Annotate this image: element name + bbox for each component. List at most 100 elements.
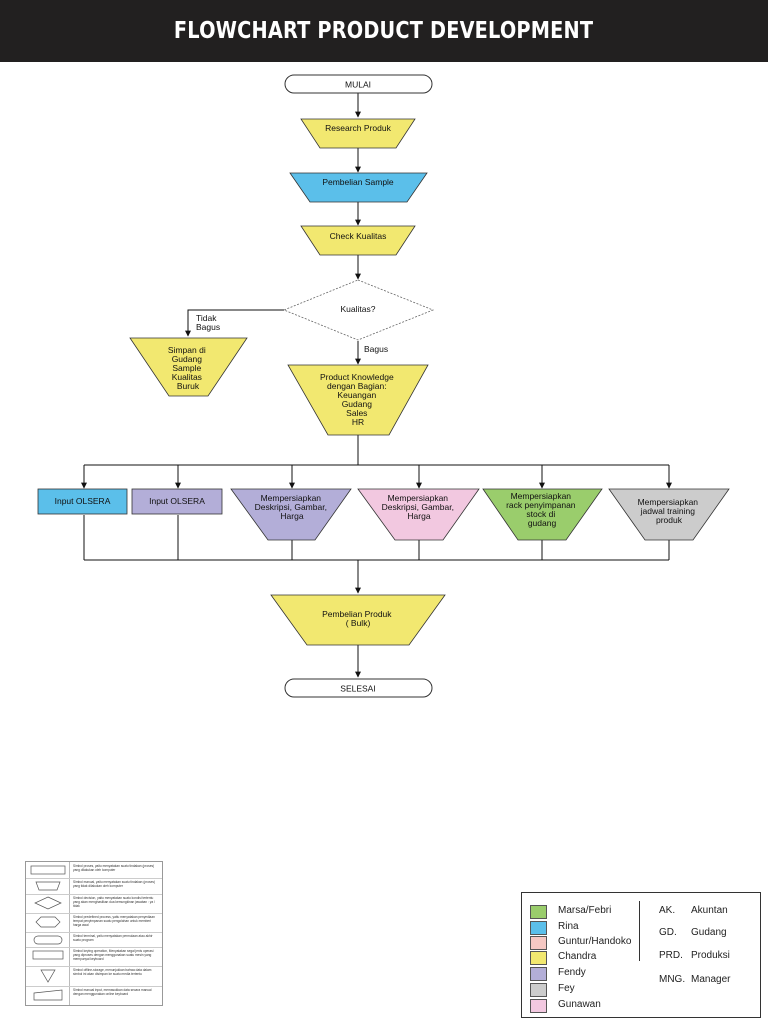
research-node <box>300 118 416 149</box>
person-name: Chandra <box>558 951 597 962</box>
decision-label: Kualitas? <box>341 304 376 314</box>
product-knowledge-text: Product Knowledge dengan Bagian: Keuanga… <box>320 372 396 427</box>
symbol-row-divider <box>26 913 162 914</box>
store-bad-line-5: Buruk <box>177 381 200 391</box>
store-bad-line-1: Simpan di <box>168 345 206 355</box>
symbol-desc: Simbol predefined process, yaitu menyata… <box>73 915 155 928</box>
color-swatch <box>530 967 547 981</box>
prep-desc-2-line-2: Deskripsi, Gambar, <box>382 502 454 512</box>
input-olsera-node-1 <box>37 488 128 515</box>
prep-training-line-2: jadwal training <box>640 506 696 516</box>
symbol-row-divider <box>26 947 162 948</box>
abbr-code: MNG. <box>659 974 686 985</box>
bulk-line-2: ( Bulk) <box>346 618 371 628</box>
product-knowledge-node <box>287 364 429 436</box>
yes-label: Bagus <box>364 344 388 354</box>
pk-line-6: HR <box>352 417 364 427</box>
symbol-row-divider <box>26 986 162 987</box>
prep-rack-line-4: gudang <box>528 518 557 528</box>
person-name: Marsa/Febri <box>558 905 612 916</box>
abbr-code: AK. <box>659 905 676 916</box>
abbr-full: Gudang <box>691 927 727 938</box>
symbol-desc: Simbol decision, yaitu menyatakan suatu … <box>73 896 155 909</box>
store-bad-line-3: Sample <box>172 363 201 373</box>
symbol-row-divider <box>26 932 162 933</box>
person-name: Rina <box>558 921 579 932</box>
page-title: FLOWCHART PRODUCT DEVELOPMENT <box>174 18 594 44</box>
symbol-row-divider <box>26 966 162 967</box>
manual-input-icon <box>33 989 63 1001</box>
abbr-code: GD. <box>659 927 677 938</box>
prep-desc-1-line-2: Deskripsi, Gambar, <box>255 502 327 512</box>
end-terminal <box>284 678 433 698</box>
symbol-desc: Simbol manual, yaitu menyatakan suatu ti… <box>73 880 156 889</box>
color-swatch <box>530 905 547 919</box>
input-olsera-label-1: Input OLSERA <box>55 496 111 506</box>
no-label-line-1: Tidak <box>196 313 217 323</box>
abbr-full: Manager <box>691 974 731 985</box>
terminal-rect-icon <box>30 865 66 875</box>
color-swatch <box>530 983 547 997</box>
prep-training-node <box>608 488 730 541</box>
symbol-legend-divider <box>69 862 70 1005</box>
symbol-row-divider <box>26 894 162 895</box>
pk-line-2: dengan Bagian: <box>327 381 387 391</box>
bulk-line-1: Pembelian Produk <box>322 609 392 619</box>
pk-line-1: Product Knowledge <box>320 372 394 382</box>
header-bar: FLOWCHART PRODUCT DEVELOPMENT <box>0 0 768 62</box>
bulk-purchase-node <box>270 594 446 646</box>
prep-desc-2-line-1: Mempersiapkan <box>388 493 449 503</box>
prep-desc-text-2: Mempersiapkan Deskripsi, Gambar, Harga <box>382 493 457 521</box>
symbol-desc: Simbol keying operation, Menyatakan sega… <box>73 949 154 962</box>
input-olsera-node-2 <box>131 488 223 515</box>
pk-line-4: Gudang <box>342 399 373 409</box>
bulk-purchase-text: Pembelian Produk ( Bulk) <box>322 609 394 628</box>
purchase-sample-node <box>289 172 428 203</box>
start-label: MULAI <box>345 80 371 90</box>
connector-lines <box>81 93 672 678</box>
store-bad-text: Simpan di Gudang Sample Kualitas Buruk <box>168 345 208 391</box>
color-swatch <box>530 999 547 1013</box>
prep-training-line-1: Mempersiapkan <box>638 497 699 507</box>
prep-training-text: Mempersiapkan jadwal training produk <box>638 497 701 525</box>
store-bad-line-4: Kualitas <box>172 372 202 382</box>
check-quality-label: Check Kualitas <box>330 231 387 241</box>
prep-desc-2-line-3: Harga <box>407 511 430 521</box>
symbol-desc: Simbol manual input, memasukkan data sec… <box>73 988 152 997</box>
store-bad-node <box>129 337 248 397</box>
offline-triangle-icon <box>40 969 56 983</box>
prep-desc-node-2 <box>357 488 480 541</box>
prep-rack-line-2: rack penyimpanan <box>506 500 576 510</box>
keying-rect-icon <box>32 950 64 960</box>
prep-desc-node-1 <box>230 488 352 541</box>
research-label: Research Produk <box>325 123 391 133</box>
no-label-line-2: Bagus <box>196 322 220 332</box>
store-bad-line-2: Gudang <box>172 354 203 364</box>
color-swatch <box>530 921 547 935</box>
symbol-desc: Simbol proses, yaitu menyatakan suatu ti… <box>73 864 155 873</box>
prep-rack-text: Mempersiapkan rack penyimpanan stock di … <box>506 491 578 528</box>
prep-desc-1-line-1: Mempersiapkan <box>261 493 322 503</box>
pk-line-5: Sales <box>346 408 367 418</box>
legend-divider <box>639 901 640 961</box>
start-terminal <box>284 74 433 94</box>
symbol-legend: Simbol proses, yaitu menyatakan suatu ti… <box>25 861 163 1006</box>
symbol-desc: Simbol terminal, yaitu menyatakan permul… <box>73 934 153 943</box>
predefined-hexagon-icon <box>35 916 61 928</box>
prep-training-line-3: produk <box>656 515 683 525</box>
person-name: Gunawan <box>558 999 601 1010</box>
terminal-pill-icon <box>33 935 63 945</box>
check-quality-node <box>300 225 416 256</box>
prep-rack-line-3: stock di <box>526 509 555 519</box>
abbr-code: PRD. <box>659 950 683 961</box>
end-label: SELESAI <box>340 684 375 694</box>
abbr-full: Produksi <box>691 950 730 961</box>
person-name: Fey <box>558 983 575 994</box>
arrow-decision-no <box>185 309 284 337</box>
abbr-full: Akuntan <box>691 905 728 916</box>
symbol-desc: Simbol offline-storage, menunjukkan bahw… <box>73 968 152 977</box>
manual-trapezoid-icon <box>35 881 61 891</box>
prep-desc-1-line-3: Harga <box>280 511 303 521</box>
prep-rack-node <box>482 488 603 541</box>
